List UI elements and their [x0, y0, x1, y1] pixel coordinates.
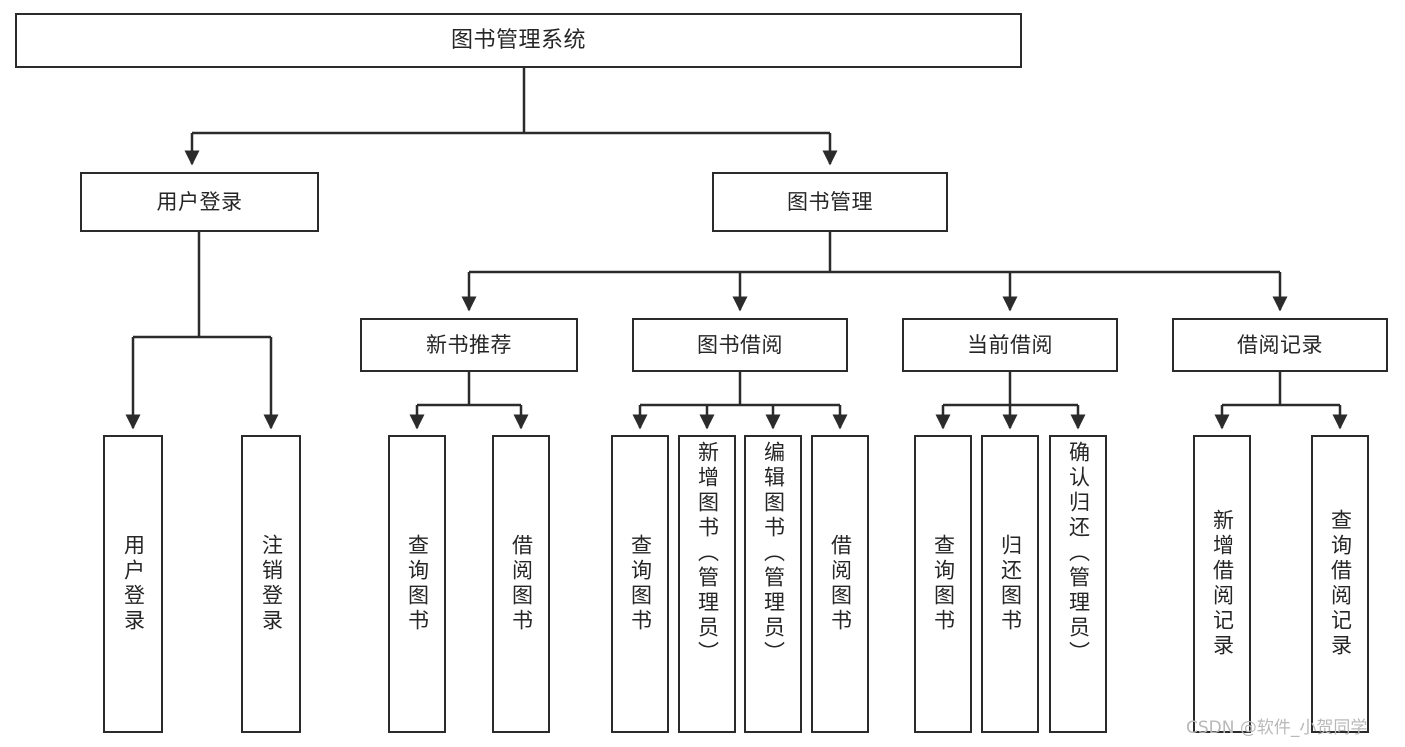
node-label: 借阅图书 — [828, 534, 853, 634]
node-label: 查询借阅记录 — [1328, 509, 1353, 659]
csdn-watermark: CSDN @软件_小贺同学 — [1186, 718, 1368, 738]
leaf-query-book-borrow[interactable]: 查询图书 — [611, 435, 669, 733]
leaf-query-book-recommend[interactable]: 查询图书 — [388, 435, 446, 733]
leaf-edit-book-admin[interactable]: 编辑图书（管理员） — [744, 435, 802, 733]
node-label: 归还图书 — [998, 534, 1023, 634]
node-root-system[interactable]: 图书管理系统 — [15, 13, 1022, 68]
leaf-add-borrow-record[interactable]: 新增借阅记录 — [1193, 435, 1251, 733]
node-label: 确认归还（管理员） — [1066, 441, 1091, 666]
node-label: 新增图书（管理员） — [695, 441, 720, 666]
leaf-query-book-current[interactable]: 查询图书 — [914, 435, 972, 733]
node-label: 当前借阅 — [967, 332, 1053, 357]
node-borrow-record[interactable]: 借阅记录 — [1172, 318, 1388, 372]
leaf-add-book-admin[interactable]: 新增图书（管理员） — [678, 435, 736, 733]
leaf-borrow-book[interactable]: 借阅图书 — [811, 435, 869, 733]
node-label: 借阅图书 — [509, 534, 534, 634]
node-label: 注销登录 — [259, 534, 284, 634]
node-label: 新增借阅记录 — [1210, 509, 1235, 659]
leaf-logout[interactable]: 注销登录 — [241, 435, 301, 733]
node-label: 图书借阅 — [697, 332, 783, 357]
leaf-return-book[interactable]: 归还图书 — [981, 435, 1039, 733]
leaf-query-borrow-record[interactable]: 查询借阅记录 — [1311, 435, 1369, 733]
leaf-user-login[interactable]: 用户登录 — [103, 435, 163, 733]
node-label: 图书管理系统 — [450, 27, 586, 53]
node-label: 用户登录 — [156, 189, 243, 214]
node-book-manage[interactable]: 图书管理 — [712, 172, 948, 232]
node-book-borrow[interactable]: 图书借阅 — [632, 318, 848, 372]
node-user-login[interactable]: 用户登录 — [80, 172, 319, 232]
node-label: 图书管理 — [787, 189, 873, 214]
node-current-borrow[interactable]: 当前借阅 — [902, 318, 1118, 372]
node-label: 新书推荐 — [426, 332, 512, 357]
leaf-borrow-book-recommend[interactable]: 借阅图书 — [492, 435, 550, 733]
node-new-book-recommend[interactable]: 新书推荐 — [360, 318, 578, 372]
node-label: 借阅记录 — [1237, 332, 1323, 357]
node-label: 编辑图书（管理员） — [761, 441, 786, 666]
node-label: 查询图书 — [628, 534, 653, 634]
node-label: 查询图书 — [405, 534, 430, 634]
node-label: 查询图书 — [931, 534, 956, 634]
leaf-confirm-return-admin[interactable]: 确认归还（管理员） — [1049, 435, 1107, 733]
node-label: 用户登录 — [121, 534, 146, 634]
